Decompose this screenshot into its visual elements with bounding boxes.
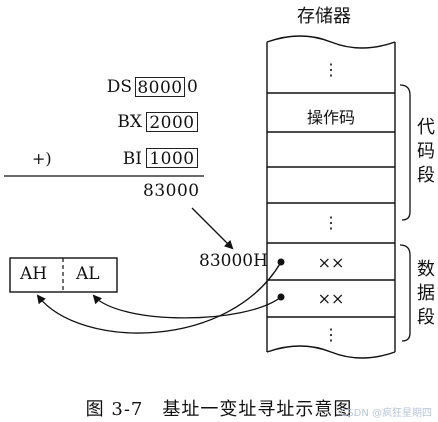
code-segment-char-1: 代: [417, 117, 435, 138]
bi-label: BI: [122, 149, 142, 169]
data-segment-char-1: 数: [417, 259, 435, 280]
data-segment-brace: [399, 244, 411, 342]
address-arrow: [191, 207, 234, 250]
plus-sign: +): [32, 149, 52, 168]
memory-cell-data-2: ××: [317, 289, 345, 308]
memory-cell-ellipsis-bottom: ⋮: [323, 325, 339, 344]
bx-label: BX: [117, 112, 142, 132]
bx-value-box: 2000: [146, 112, 198, 133]
figure-caption: 图 3-7 基址一变址寻址示意图: [85, 399, 353, 420]
memory-title: 存储器: [297, 6, 351, 27]
data-segment-char-3: 段: [417, 307, 435, 328]
effective-address-result: 83000: [143, 181, 200, 201]
watermark: CSDN @疯狂星期四: [340, 408, 432, 419]
data-segment-char-2: 据: [417, 283, 435, 304]
al-register-label: AL: [76, 264, 100, 284]
memory-cell-opcode: 操作码: [306, 108, 355, 127]
bi-value-box: 1000: [146, 148, 198, 169]
memory-cell-ellipsis-mid: ⋮: [323, 213, 339, 232]
memory-cell-data-1: ××: [317, 253, 345, 272]
ds-shift-digit: 0: [187, 77, 198, 97]
al-load-arrow: [92, 294, 282, 319]
ds-label: DS: [106, 77, 132, 97]
code-segment-char-3: 段: [417, 165, 435, 186]
code-segment-char-2: 码: [417, 141, 435, 162]
ah-load-arrow: [36, 261, 282, 334]
ah-register-label: AH: [20, 264, 48, 284]
ds-value-box: 8000: [135, 77, 185, 98]
memory-cell-ellipsis-top: ⋮: [323, 60, 339, 79]
code-segment-brace: [399, 84, 411, 221]
memory-address-label: 83000H: [199, 251, 268, 271]
memory-column: [266, 35, 396, 359]
